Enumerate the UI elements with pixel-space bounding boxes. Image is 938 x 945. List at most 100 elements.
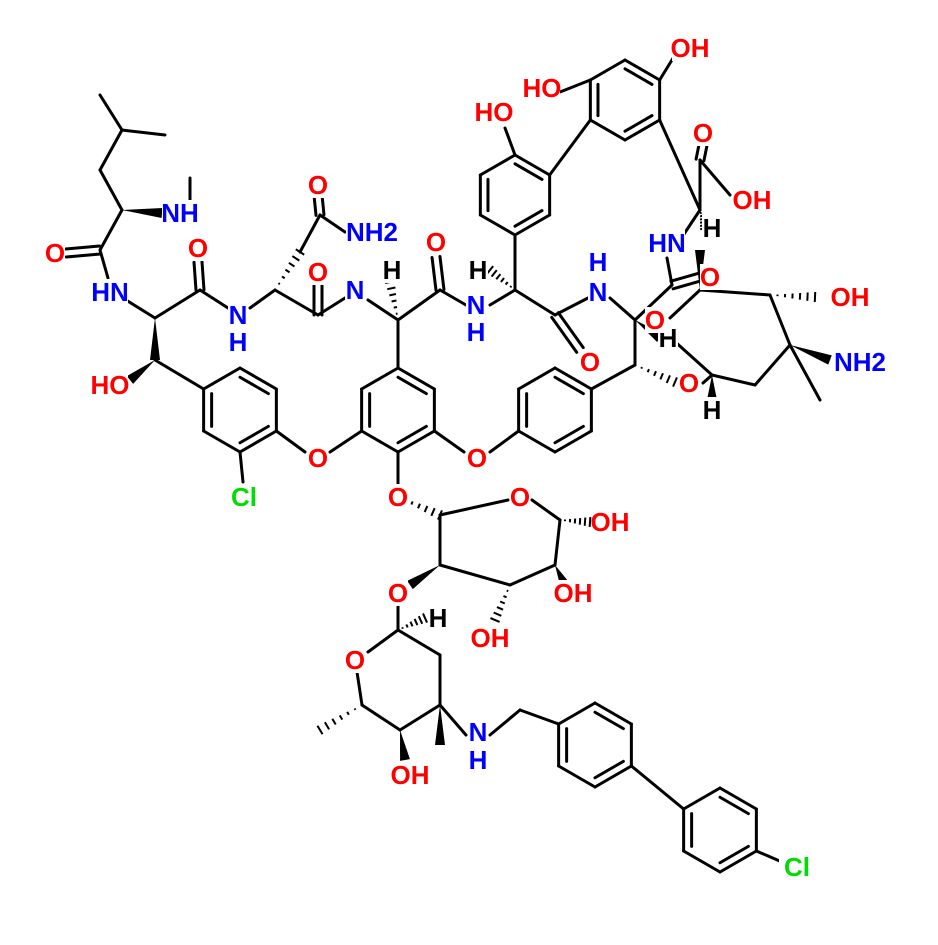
phenyl-ring (517, 366, 557, 391)
hashed-bond (338, 714, 344, 721)
atom-label-o: O (308, 257, 328, 287)
bond (710, 373, 757, 387)
bond (366, 628, 400, 654)
label-background (228, 302, 248, 328)
central-aryl-ring (396, 429, 436, 454)
bond (508, 563, 557, 587)
label-background (832, 284, 868, 310)
bond (488, 429, 521, 454)
chlorophenyl-ring (202, 366, 242, 391)
hashed-bond (588, 516, 592, 528)
bond (558, 78, 592, 94)
atom-label-o: O (388, 482, 408, 512)
bond (589, 363, 637, 391)
hashed-bond (417, 615, 424, 625)
label-background (45, 240, 65, 266)
wedge-bond (707, 375, 717, 400)
hashed-bond (409, 621, 414, 627)
bond (98, 93, 124, 132)
atom-label-n: H (469, 745, 488, 775)
hashed-bond (653, 370, 657, 377)
label-background (308, 259, 328, 285)
hashed-bond (509, 285, 513, 288)
chlorophenyl-ring (202, 429, 242, 454)
bond (124, 298, 157, 320)
atom-label-o: OH (733, 185, 772, 215)
label-background (734, 187, 770, 213)
biphenyl-ring-b-inner (718, 844, 750, 865)
bond (488, 708, 522, 737)
atom-label-o: OH (591, 507, 630, 537)
resorcinol-ring (588, 58, 627, 82)
atom-label-o: OH (831, 282, 870, 312)
hashed-bond (324, 721, 330, 730)
bond (665, 256, 674, 287)
label-background (588, 249, 608, 275)
biphenyl-ring-a-inner (593, 710, 625, 731)
atom-label-o: O (580, 347, 600, 377)
bond (513, 288, 557, 317)
hashed-bond (422, 613, 428, 623)
bond (753, 343, 792, 387)
wedge-bond (435, 705, 445, 745)
atom-label-o: O (308, 170, 328, 200)
atom-label-o: O (426, 227, 446, 257)
chlorophenyl-ring-inner (238, 424, 270, 445)
label-background (588, 279, 608, 305)
label-background (779, 854, 815, 880)
atom-label-cl: Cl (231, 482, 257, 512)
atom-label-o: O (45, 238, 65, 268)
hashed-bond (496, 606, 504, 611)
bond (438, 288, 468, 307)
central-aryl-ring (360, 429, 400, 454)
phenol-ring (478, 213, 517, 237)
hashed-bond (646, 368, 650, 373)
hashed-bond (495, 273, 502, 280)
hashed-bond (410, 501, 414, 505)
wedge-bond (407, 565, 440, 590)
atom-label-o: OH (471, 623, 510, 653)
label-background (392, 762, 428, 788)
resorcinol-ring (588, 118, 627, 142)
label-background (649, 230, 685, 256)
central-aryl-ring (360, 366, 400, 391)
label-background (188, 235, 208, 261)
hashed-bond (277, 282, 281, 285)
hashed-bond (672, 377, 678, 387)
label-background (468, 747, 488, 773)
bond (530, 498, 562, 522)
hashed-bond (281, 275, 286, 280)
atom-label-h: H (429, 603, 448, 633)
label-background (693, 120, 713, 146)
biphenyl-ring-b (718, 786, 758, 811)
wedge-bond (150, 318, 160, 360)
bond (355, 670, 364, 707)
label-background (228, 329, 248, 355)
label-background (672, 35, 708, 61)
bond (754, 849, 784, 864)
atom-label-o: O (700, 262, 720, 292)
label-background (702, 397, 722, 423)
label-background (345, 277, 365, 303)
bond (698, 158, 732, 197)
hashed-bond (387, 286, 396, 291)
central-aryl-ring-inner (396, 424, 428, 445)
bond (553, 518, 562, 567)
atom-label-n: HN (648, 228, 686, 258)
phenol-ring-inner (513, 162, 544, 181)
bond (98, 208, 124, 252)
label-background (834, 349, 886, 375)
label-background (555, 580, 591, 606)
double-bond (669, 271, 701, 283)
label-background (524, 75, 560, 101)
hashed-bond (391, 299, 397, 303)
chlorophenyl-ring (238, 366, 278, 391)
phenol-ring (513, 153, 552, 177)
label-background (346, 219, 398, 245)
double-bond (550, 315, 579, 354)
hashed-bond (583, 517, 587, 526)
biphenyl-ring-a (557, 701, 597, 726)
biphenyl-ring-a (593, 701, 633, 726)
